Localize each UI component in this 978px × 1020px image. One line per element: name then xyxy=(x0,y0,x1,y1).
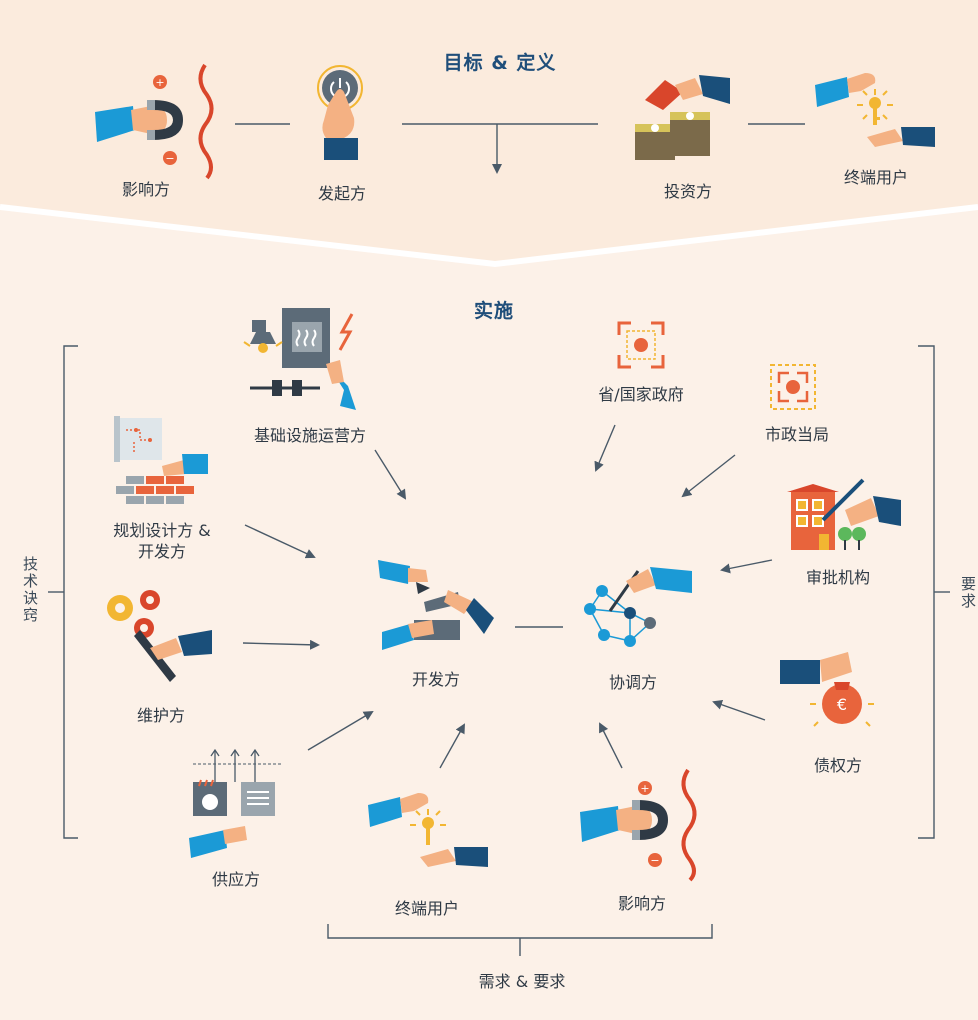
svg-text:+: + xyxy=(155,76,164,89)
utility-supply-icon xyxy=(189,748,281,858)
label-planner-line1: 规划设计方 & xyxy=(113,521,211,540)
money-icon xyxy=(635,75,730,160)
svg-text:−: − xyxy=(165,152,174,165)
svg-text:−: − xyxy=(650,854,659,867)
label-coordinator: 协调方 xyxy=(608,673,658,692)
key-exchange-icon-bottom xyxy=(368,793,488,867)
magnet-icon: + − xyxy=(95,63,214,180)
label-investor: 投资方 xyxy=(663,182,713,201)
label-infrastructure-operator: 基础设施运营方 xyxy=(253,426,367,445)
svg-text:€: € xyxy=(837,695,847,714)
label-influencer-bottom: 影响方 xyxy=(617,894,667,913)
power-station-icon xyxy=(243,308,356,410)
approval-building-icon xyxy=(787,478,901,550)
left-bracket xyxy=(63,345,78,839)
implementation-title: 实施 xyxy=(473,300,515,322)
label-initiator: 发起方 xyxy=(317,184,367,203)
svg-text:+: + xyxy=(640,782,649,795)
gov-target-icon xyxy=(617,321,665,369)
goals-title: 目标 & 定义 xyxy=(443,52,557,74)
left-bracket-label: 技术诀窍 xyxy=(21,556,39,624)
label-municipal: 市政当局 xyxy=(764,425,830,444)
label-end-user-bottom: 终端用户 xyxy=(394,899,460,918)
euro-moneybag-icon: € xyxy=(780,652,874,727)
label-planner-line2: 开发方 xyxy=(137,542,187,561)
label-creditor: 债权方 xyxy=(813,756,863,775)
bottom-bracket xyxy=(327,924,713,939)
handshake-deal-icon xyxy=(378,560,494,650)
label-influencer-top: 影响方 xyxy=(121,180,171,199)
magnet-icon-bottom: + − xyxy=(580,768,697,882)
top-connectors xyxy=(235,123,805,174)
label-maintainer: 维护方 xyxy=(136,706,186,725)
label-end-user-top: 终端用户 xyxy=(843,168,909,187)
right-bracket-label: 要求 xyxy=(959,576,977,610)
label-approval: 审批机构 xyxy=(805,568,871,587)
key-exchange-icon xyxy=(815,73,935,147)
top-band xyxy=(0,0,978,262)
label-supplier: 供应方 xyxy=(211,870,261,889)
flow-arrows xyxy=(242,424,773,769)
bottom-bracket-label: 需求 & 要求 xyxy=(478,972,566,991)
municipal-target-icon xyxy=(770,364,816,410)
label-government: 省/国家政府 xyxy=(598,385,684,404)
blueprint-brick-icon xyxy=(114,416,208,504)
right-bracket xyxy=(918,345,935,839)
network-coordinator-icon xyxy=(584,567,692,647)
label-developer: 开发方 xyxy=(411,670,461,689)
chevron-divider xyxy=(0,204,978,268)
gears-wrench-icon xyxy=(107,590,212,682)
power-button-icon xyxy=(317,65,363,160)
